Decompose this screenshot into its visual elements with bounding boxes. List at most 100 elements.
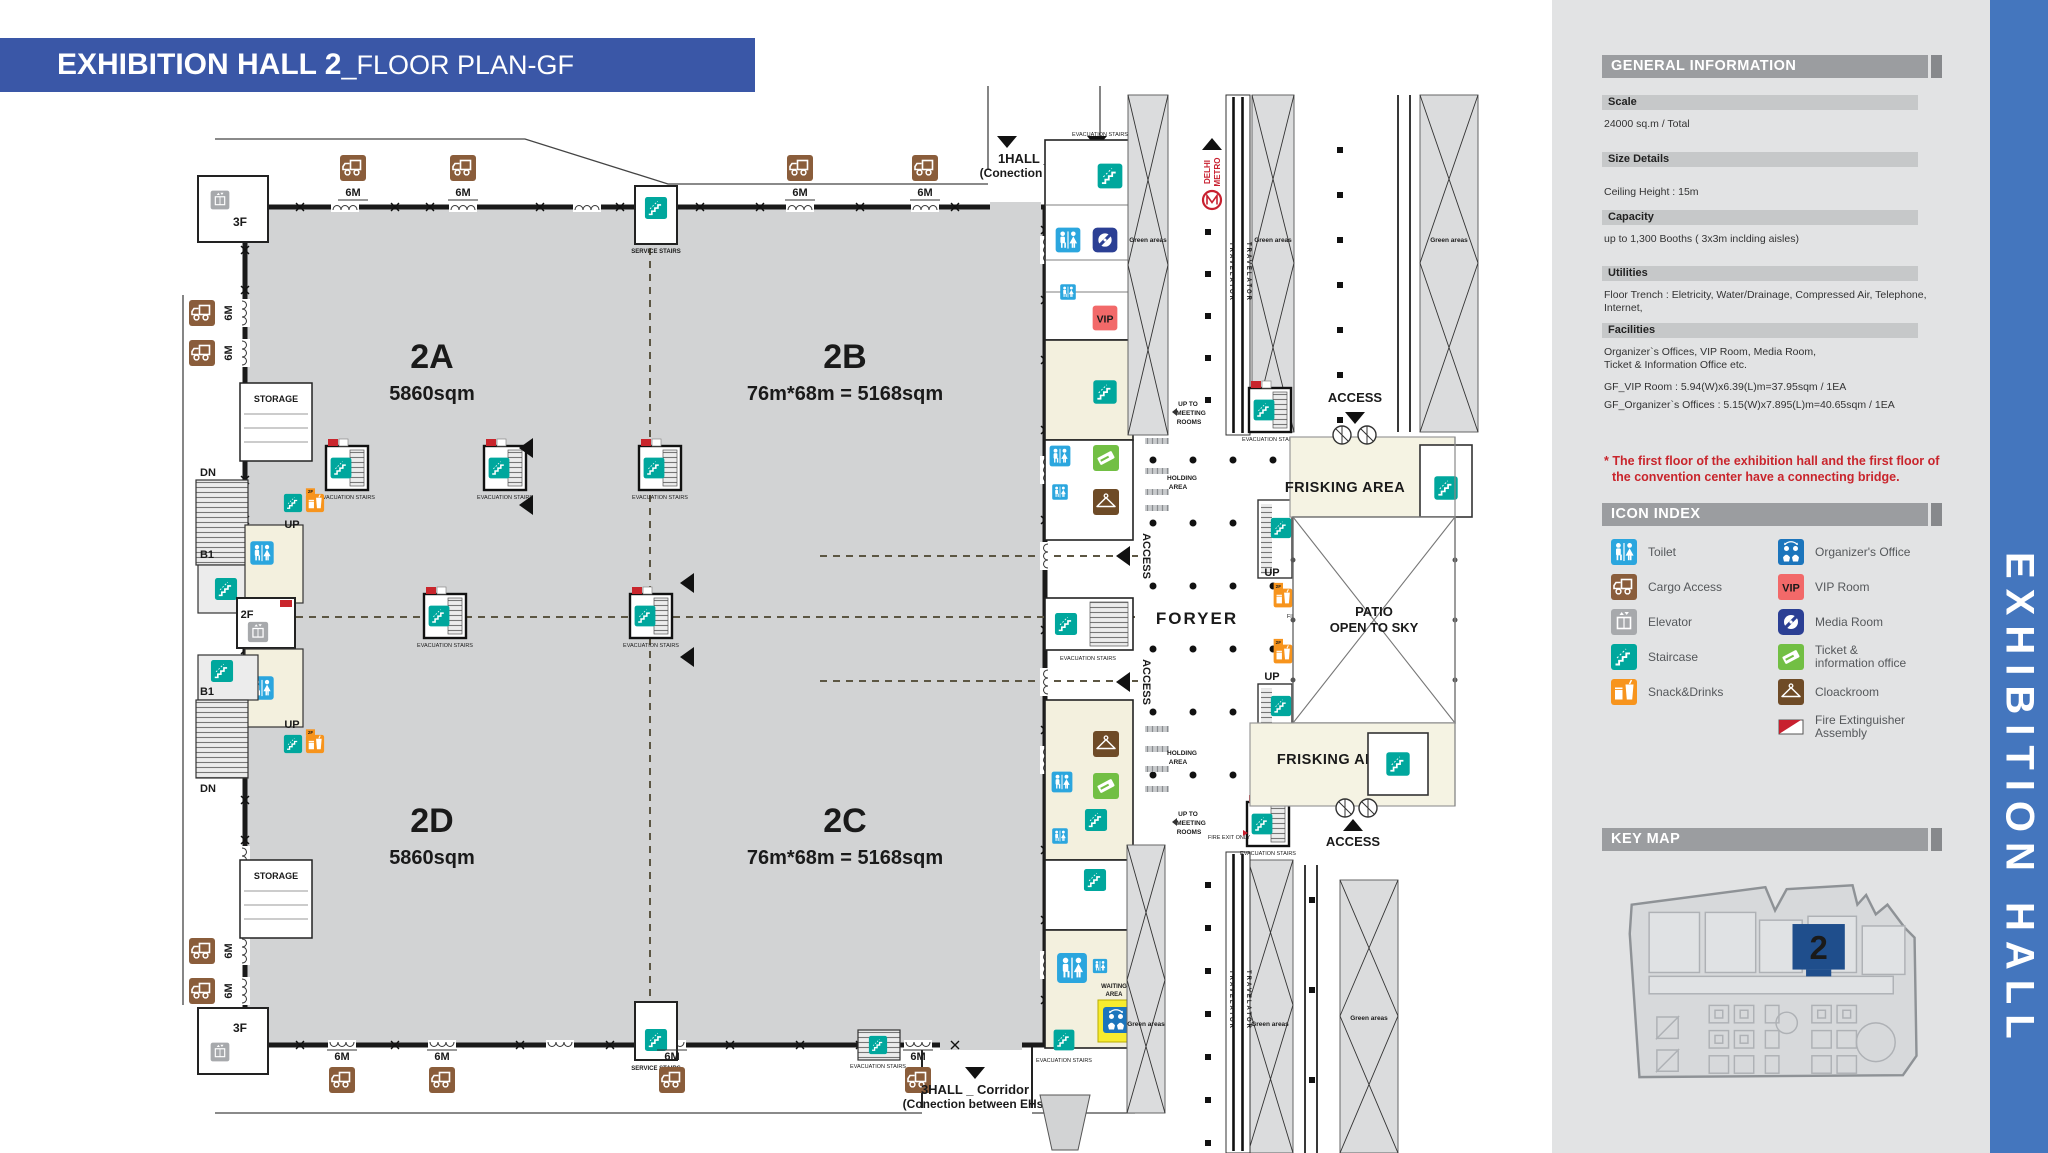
utilities-value-2: Internet, [1604, 302, 1643, 314]
cargo-access-icon [188, 339, 216, 367]
6m-label: 6M [917, 187, 932, 199]
legend-media-room: Media Room [1777, 608, 1910, 636]
travelator-label: TRAVELATOR [1245, 970, 1251, 1030]
travelator-label: TRAVELATOR [1228, 970, 1234, 1030]
frisking-area-label: FRISKING AREA [1277, 752, 1397, 768]
staircase-icon [210, 659, 234, 683]
6m-label: 6M [434, 1051, 449, 1063]
staircase-icon [1092, 379, 1118, 405]
elevator-icon [247, 621, 269, 643]
hall-2c-area: 76m*68m = 5168sqm [747, 847, 943, 869]
utilities-heading: Utilities [1602, 266, 1918, 281]
legend-ticket-office: Ticket &information office [1777, 643, 1910, 671]
staircase-icon [1433, 475, 1459, 501]
general-information-header: GENERAL INFORMATION [1602, 55, 1942, 78]
holding-area-label: AREA [1169, 484, 1188, 491]
revolving-door-icon [1332, 425, 1352, 445]
up-label: UP [1264, 567, 1279, 579]
holding-area-label: HOLDING [1167, 750, 1197, 757]
corridor-note: (Conection between EHs) [903, 1097, 1048, 1111]
toilet-icon [1049, 445, 1071, 467]
capacity-value: up to 1,300 Booths ( 3x3m inclding aisle… [1604, 233, 1799, 245]
exhibition-hall-vertical-label: EXHIBITION HALL [1997, 552, 2042, 1049]
staircase-icon [644, 1028, 668, 1052]
staircase-icon [1610, 643, 1638, 671]
staircase-icon [868, 1035, 888, 1055]
hall-2a-area: 5860sqm [389, 383, 475, 405]
title-rest: _FLOOR PLAN-GF [341, 50, 575, 80]
cloackroom-icon [1092, 730, 1120, 758]
legend-vip-room: VIP Room [1777, 573, 1910, 601]
scale-value: 24000 sq.m / Total [1604, 118, 1690, 130]
green-areas-label: Green areas [1127, 1021, 1165, 1028]
cargo-access-icon [188, 977, 216, 1005]
facilities-value-2: Ticket & Information Office etc. [1604, 359, 1747, 371]
ticket-office-icon [1093, 445, 1119, 471]
staircase-icon [1054, 612, 1078, 636]
6m-label: 6M [455, 187, 470, 199]
vip-room-icon [1092, 305, 1118, 331]
title-bold: EXHIBITION HALL 2 [57, 48, 342, 81]
svg-text:ROOMS: ROOMS [1177, 829, 1202, 836]
toilet-icon [1052, 828, 1068, 844]
holding-area: HOLDING AREA HOLDING AREA [1145, 438, 1197, 792]
ceiling-height-value: Ceiling Height : 15m [1604, 186, 1699, 198]
dn-label: DN [200, 783, 216, 795]
waiting-area-label: AREA [1105, 992, 1123, 998]
legend-cloackroom: Cloackroom [1777, 678, 1910, 706]
staircase-icon [214, 577, 238, 601]
svg-text:2: 2 [1810, 929, 1828, 966]
facilities-heading: Facilities [1602, 323, 1918, 338]
legend-cargo-access: Cargo Access [1610, 573, 1723, 601]
staircase-icon [1052, 1028, 1076, 1052]
toilet-icon [1092, 958, 1108, 974]
east-service-rooms: EVACUATION STAIRS EVACUATION STAIRS WAIT… [1036, 132, 1135, 1064]
entrance-zone: ACCESS FRISKING AREA PATIO OPEN TO SKY F… [1249, 390, 1473, 849]
size-details-heading: Size Details [1602, 152, 1918, 167]
west-service-rooms: 3F STORAGE DN B1 UP 2F B1 UP DN STORAGE … [188, 175, 324, 1075]
6m-label: 6M [223, 345, 235, 360]
storage-label: STORAGE [254, 394, 298, 404]
toilet-icon [1055, 227, 1081, 253]
6m-label: 6M [345, 187, 360, 199]
info-sidebar: GENERAL INFORMATION Scale 24000 sq.m / T… [1552, 0, 1990, 1153]
scale-heading: Scale [1602, 95, 1918, 110]
vip-room-icon [1778, 574, 1804, 600]
staircase-icon [1096, 162, 1124, 190]
svg-text:MEETING: MEETING [1176, 410, 1206, 417]
toilet-icon [1057, 953, 1087, 983]
staircase-icon [644, 196, 668, 220]
evacuation-stairs-label: EVACUATION STAIRS [1072, 132, 1128, 138]
staircase-icon [1083, 868, 1107, 892]
svg-text:FIRE EXIT ONLY: FIRE EXIT ONLY [1208, 835, 1251, 841]
foryer-label: FORYER [1156, 609, 1238, 628]
svg-text:UP TO: UP TO [1178, 811, 1198, 818]
organizers-office-icon [1102, 1006, 1130, 1034]
cargo-access-icon [339, 154, 367, 182]
facilities-value-1: Organizer`s Offices, VIP Room, Media Roo… [1604, 346, 1817, 358]
6m-label: 6M [334, 1051, 349, 1063]
6m-label: 6M [664, 1051, 679, 1063]
connecting-bridge-note: * The first floor of the exhibition hall… [1604, 454, 1940, 484]
green-area-strips [1126, 94, 1479, 1153]
cargo-access-icon [786, 154, 814, 182]
6m-label: 6M [792, 187, 807, 199]
travelator-label: TRAVELATOR [1245, 242, 1251, 302]
green-areas-label: Green areas [1251, 1021, 1289, 1028]
staircase-icon [283, 734, 303, 754]
holding-area-label: AREA [1169, 759, 1188, 766]
6m-label: 6M [223, 943, 235, 958]
hall-2b-area: 76m*68m = 5168sqm [747, 383, 943, 405]
staircase-icon [1385, 751, 1411, 777]
key-map: 2 [1628, 884, 1918, 1079]
revolving-door-icon [1358, 798, 1378, 818]
cargo-access-icon [658, 1066, 686, 1094]
access-label: ACCESS [1140, 659, 1152, 705]
2f-label: 2F [241, 609, 254, 621]
green-area-cross-lines [1126, 94, 1479, 1153]
service-stairs-label: SERVICE STAIRS [631, 249, 680, 255]
toilet-icon [1611, 539, 1637, 565]
patio-label: PATIO [1355, 604, 1393, 619]
svg-text:UP TO: UP TO [1178, 401, 1198, 408]
